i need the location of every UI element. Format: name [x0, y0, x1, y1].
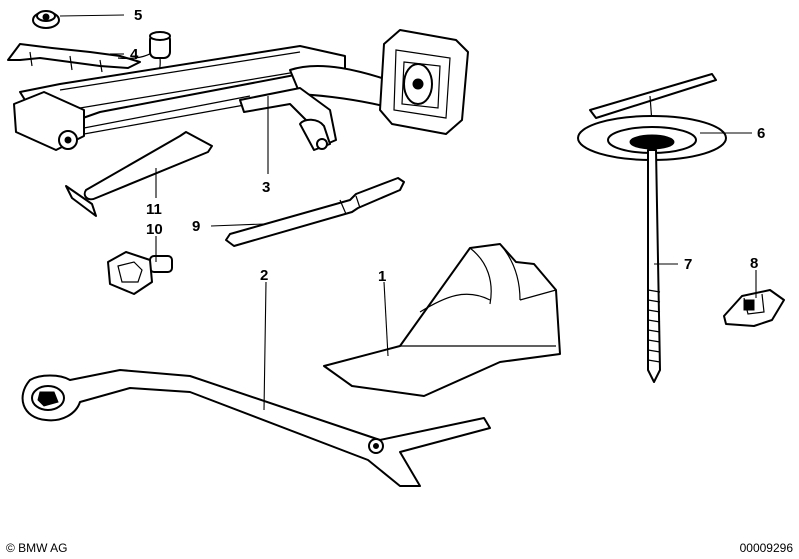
callout-8: 8	[750, 255, 758, 272]
callout-3: 3	[262, 179, 270, 196]
part-6-7-spindle-assembly	[577, 73, 727, 383]
callout-2: 2	[260, 267, 268, 284]
callout-1: 1	[378, 268, 386, 285]
callout-6: 6	[757, 125, 765, 142]
callout-4: 4	[130, 46, 139, 63]
callout-11: 11	[146, 201, 162, 218]
part-8-bracket	[723, 289, 785, 327]
callout-labels: 5 4 3 6 7 8 9 11 10 1 2	[130, 7, 765, 285]
part-2-wheel-brace	[21, 369, 491, 487]
callout-10: 10	[146, 221, 163, 238]
diagram-number: 00009296	[739, 541, 793, 555]
copyright-text: © BMW AG	[6, 541, 68, 555]
part-5-nut	[32, 10, 60, 29]
callout-7: 7	[684, 256, 692, 273]
part-1-wheel-chock	[323, 243, 561, 397]
callout-5: 5	[134, 7, 142, 24]
part-4-clamp	[7, 31, 171, 87]
leader-lines	[59, 14, 757, 411]
part-10-bolt	[107, 251, 173, 295]
part-11-hex-key	[65, 131, 213, 217]
part-9-rod	[225, 177, 405, 247]
callout-9: 9	[192, 218, 200, 235]
part-3-jack	[13, 29, 469, 151]
